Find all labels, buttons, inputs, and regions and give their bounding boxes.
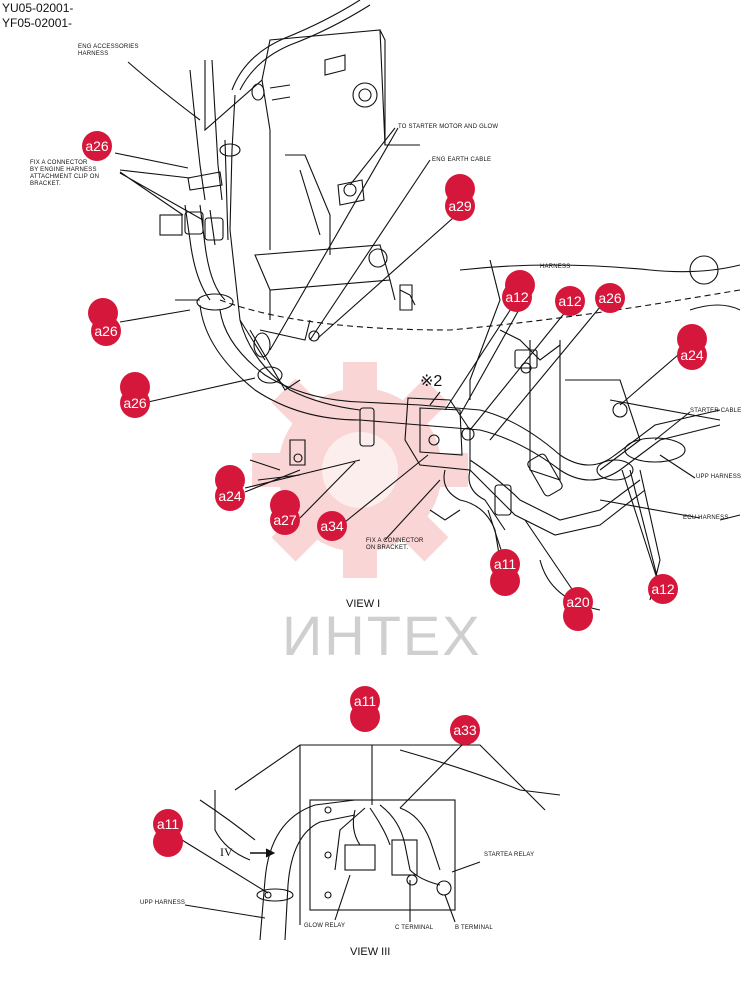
- callout-a11: a11: [153, 809, 183, 839]
- label-b-terminal: B TERMINAL: [455, 925, 493, 931]
- label-upp-harness: UPP HARNESS: [696, 474, 742, 480]
- label-upp-harness-lower: UPP HARNESS: [140, 900, 186, 906]
- callout-a33: a33: [450, 715, 480, 745]
- view-4-arrow-label: IV: [220, 845, 233, 859]
- callout-a29: a29: [445, 191, 475, 221]
- label-fix-connector-clip: FIX A CONNECTOR BY ENGINE HARNESS ATTACH…: [30, 160, 100, 187]
- label-fix-connector-bracket: FIX A CONNECTOR ON BRACKET.: [366, 538, 424, 551]
- view-3-title: VIEW III: [350, 946, 391, 958]
- callout-a12: a12: [648, 574, 678, 604]
- callout-a24: a24: [215, 481, 245, 511]
- model-code-1: YU05-02001-: [2, 1, 74, 15]
- callout-a34: a34: [317, 511, 347, 541]
- label-eng-earth-cable: ENG EARTH CABLE: [432, 157, 492, 163]
- watermark-gear: [252, 362, 468, 578]
- label-to-starter-motor: TO STARTER MOTOR AND GLOW: [398, 124, 499, 130]
- callout-a26: a26: [595, 283, 625, 313]
- view-1-title: VIEW I: [346, 598, 381, 610]
- label-eng-accessories-harness: ENG ACCESSORIES HARNESS: [78, 44, 139, 57]
- watermark-text: ИНТЕХ: [282, 604, 482, 667]
- lower-view-lines: [181, 744, 561, 941]
- upper-view-lines: [114, 0, 741, 611]
- callout-a12: a12: [502, 282, 532, 312]
- callout-a11: a11: [490, 549, 520, 579]
- callout-a12: a12: [555, 286, 585, 316]
- callout-a26: a26: [120, 388, 150, 418]
- callout-a26: a26: [91, 316, 121, 346]
- label-starter-cable: STARTER CABLE: [690, 408, 742, 414]
- callout-a20: a20: [563, 587, 593, 617]
- callout-a24: a24: [677, 340, 707, 370]
- label-harness: HARNESS: [540, 264, 571, 270]
- model-code-2: YF05-02001-: [2, 16, 73, 30]
- mark-x2: ※2: [420, 373, 443, 390]
- label-glow-relay: GLOW RELAY: [304, 923, 346, 929]
- label-c-terminal: C TERMINAL: [395, 925, 434, 931]
- label-starter-relay: STARTEA RELAY: [484, 852, 535, 858]
- label-ecu-harness: ECU HARNESS: [683, 515, 729, 521]
- callout-a11: a11: [350, 686, 380, 716]
- callout-a26: a26: [82, 131, 112, 161]
- callout-a27: a27: [270, 505, 300, 535]
